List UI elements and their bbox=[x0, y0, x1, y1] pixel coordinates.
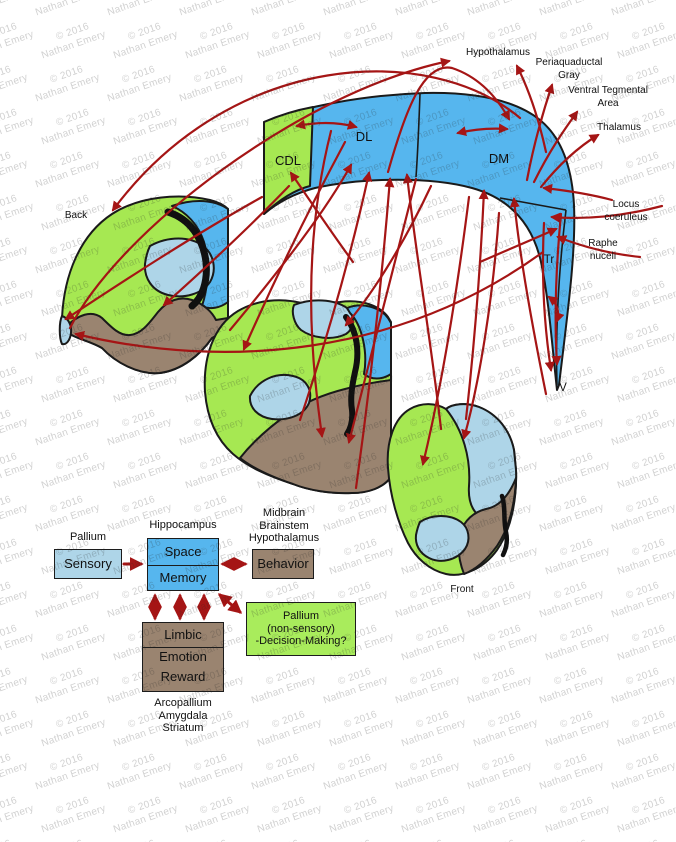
arcopallium-caption-3: Striatum bbox=[162, 722, 204, 735]
hippocampus-caption: Hippocampus bbox=[149, 519, 217, 531]
back-brain-section bbox=[58, 195, 229, 375]
behavior-caption-2: Brainstem bbox=[259, 519, 309, 532]
arcopallium-caption: Arcopallium Amygdala Striatum bbox=[134, 697, 232, 735]
band-dl-dm-divider bbox=[415, 93, 421, 178]
connection-arrows bbox=[64, 57, 664, 621]
limbic-row: Limbic bbox=[143, 623, 223, 648]
limbic-box: Limbic Emotion Reward bbox=[142, 622, 224, 692]
behavior-caption-3: Hypothalamus bbox=[248, 532, 320, 545]
decision-box: Pallium (non-sensory) -Decision-Making? bbox=[246, 602, 356, 656]
label-back: Back bbox=[65, 210, 88, 221]
band-tr-apex-line bbox=[499, 197, 567, 211]
front-brain-section bbox=[386, 403, 518, 576]
behavior-caption: Midbrain Brainstem Hypothalamus bbox=[240, 507, 328, 545]
arcopallium-caption-1: Arcopallium bbox=[154, 697, 212, 709]
label-locus-2: coeruleus bbox=[604, 212, 647, 223]
label-cdl: CDL bbox=[275, 153, 301, 168]
label-hypothalamus: Hypothalamus bbox=[466, 47, 530, 58]
label-front: Front bbox=[450, 584, 474, 595]
label-raphe-1: Raphe bbox=[588, 238, 618, 249]
decision-line-2: (non-sensory) bbox=[267, 622, 335, 635]
arcopallium-caption-2: Amygdala bbox=[158, 709, 208, 722]
middle-top-blob bbox=[291, 299, 354, 339]
label-locus-1: Locus bbox=[613, 199, 640, 210]
hippocampus-space-row: Space bbox=[148, 539, 218, 566]
diagram-labels: CDL DL DM Tr V Back Front Hypothalamus P… bbox=[65, 47, 648, 595]
label-periaquaductal-1: Periaquaductal bbox=[536, 57, 603, 68]
label-raphe-2: nuceli bbox=[590, 251, 616, 262]
back-black-band bbox=[164, 208, 210, 310]
behavior-box: Behavior bbox=[252, 549, 314, 579]
label-dl: DL bbox=[356, 129, 373, 144]
back-striatum-region bbox=[64, 297, 229, 375]
label-v: V bbox=[559, 382, 567, 394]
hippocampus-box: Space Memory bbox=[147, 538, 219, 591]
hippocampus-memory-row: Memory bbox=[159, 569, 207, 585]
sensory-box: Sensory bbox=[54, 549, 122, 579]
behavior-caption-1: Midbrain bbox=[262, 507, 306, 519]
front-black-band bbox=[499, 493, 510, 558]
reward-row: Reward bbox=[160, 668, 206, 684]
middle-ventricle-blob bbox=[248, 374, 312, 421]
band-body bbox=[263, 91, 576, 391]
decision-line-3: -Decision-Making? bbox=[255, 635, 347, 648]
pallium-caption: Pallium bbox=[69, 531, 107, 543]
label-vta-2: Area bbox=[597, 98, 619, 109]
back-left-sliver bbox=[58, 315, 73, 346]
decision-line-1: Pallium bbox=[282, 610, 320, 623]
label-vta-1: Ventral Tegmental bbox=[568, 85, 648, 96]
middle-black-band bbox=[343, 314, 361, 437]
front-ventricle-blob bbox=[414, 515, 470, 562]
label-tr: Tr bbox=[544, 254, 555, 266]
label-thalamus: Thalamus bbox=[597, 122, 641, 133]
label-dm: DM bbox=[489, 151, 509, 166]
emotion-row: Emotion bbox=[159, 649, 207, 665]
label-periaquaductal-2: Gray bbox=[558, 70, 580, 81]
